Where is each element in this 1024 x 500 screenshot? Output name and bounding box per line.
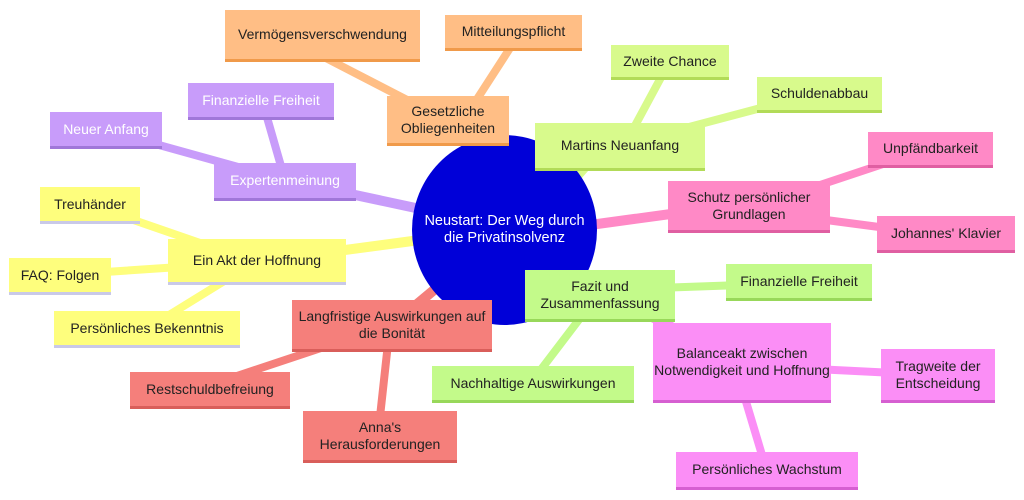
branch-martins-neuanfang[interactable]: Martins Neuanfang bbox=[535, 123, 705, 171]
child-restschuldbefreiung[interactable]: Restschuldbefreiung bbox=[130, 372, 290, 409]
child-mitteilungspflicht[interactable]: Mitteilungspflicht bbox=[445, 15, 582, 51]
branch-balanceakt[interactable]: Balanceakt zwischen Notwendigkeit und Ho… bbox=[653, 323, 831, 403]
child-persoenliches-bekenntnis[interactable]: Persönliches Bekenntnis bbox=[54, 311, 240, 348]
child-zweite-chance[interactable]: Zweite Chance bbox=[611, 45, 729, 80]
child-tragweite[interactable]: Tragweite der Entscheidung bbox=[881, 349, 995, 403]
branch-gesetzliche-obliegenheiten[interactable]: Gesetzliche Obliegenheiten bbox=[387, 96, 509, 146]
child-nachhaltige-auswirkungen[interactable]: Nachhaltige Auswirkungen bbox=[432, 366, 634, 403]
child-finanzielle-freiheit-fazit[interactable]: Finanzielle Freiheit bbox=[726, 264, 872, 301]
child-annas-herausforderungen[interactable]: Anna's Herausforderungen bbox=[303, 411, 457, 463]
child-johannes-klavier[interactable]: Johannes' Klavier bbox=[877, 216, 1015, 253]
center-label: Neustart: Der Weg durch die Privatinsolv… bbox=[424, 213, 585, 246]
branch-langfristige-auswirkungen[interactable]: Langfristige Auswirkungen auf die Bonitä… bbox=[292, 300, 492, 352]
child-neuer-anfang[interactable]: Neuer Anfang bbox=[50, 112, 162, 149]
child-faq-folgen[interactable]: FAQ: Folgen bbox=[9, 258, 111, 295]
child-vermoegensverschwendung[interactable]: Vermögensverschwendung bbox=[225, 10, 420, 62]
branch-akt-der-hoffnung[interactable]: Ein Akt der Hoffnung bbox=[168, 239, 346, 285]
branch-expertenmeinung[interactable]: Expertenmeinung bbox=[214, 163, 356, 201]
child-persoenliches-wachstum[interactable]: Persönliches Wachstum bbox=[676, 452, 858, 490]
branch-schutz-grundlagen[interactable]: Schutz persönlicher Grundlagen bbox=[668, 181, 830, 233]
child-schuldenabbau[interactable]: Schuldenabbau bbox=[757, 77, 882, 113]
child-finanzielle-freiheit-experten[interactable]: Finanzielle Freiheit bbox=[188, 83, 334, 120]
child-treuhaender[interactable]: Treuhänder bbox=[40, 187, 140, 224]
branch-fazit[interactable]: Fazit und Zusammenfassung bbox=[525, 270, 675, 322]
child-unpfaendbarkeit[interactable]: Unpfändbarkeit bbox=[868, 132, 993, 168]
